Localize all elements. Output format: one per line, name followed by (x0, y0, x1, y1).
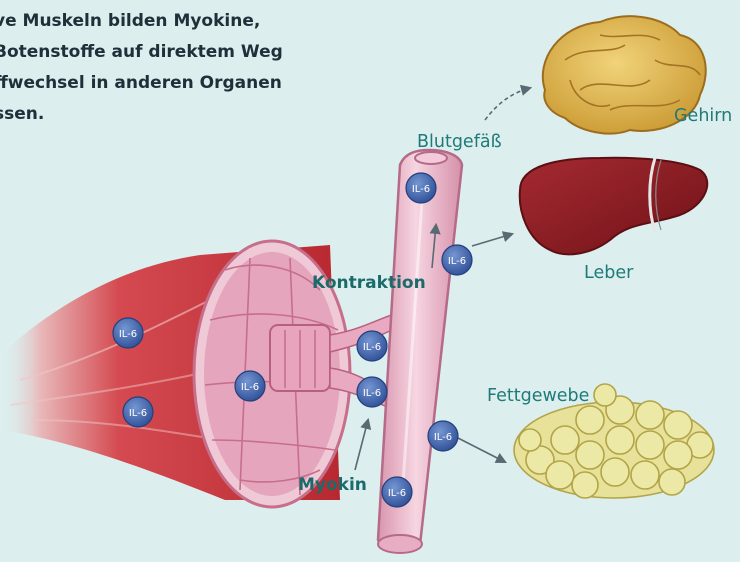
il6-marker: IL-6 (123, 397, 153, 427)
label-contraction: Kontraktion (312, 273, 426, 293)
intro-line: Botenstoffe auf direktem Weg (0, 37, 354, 68)
label-liver: Leber (584, 263, 633, 283)
label-vessel: Blutgefäß (417, 132, 502, 152)
il6-marker: IL-6 (357, 331, 387, 361)
il6-marker: IL-6 (406, 173, 436, 203)
label-myokin: Myokin (298, 475, 367, 495)
il6-label: IL-6 (129, 408, 147, 419)
il6-label: IL-6 (363, 388, 381, 399)
arrow-to-liver (472, 234, 512, 246)
il6-label: IL-6 (412, 184, 430, 195)
il6-marker: IL-6 (428, 421, 458, 451)
il6-label: IL-6 (119, 329, 137, 340)
il6-label: IL-6 (434, 432, 452, 443)
il6-label: IL-6 (448, 256, 466, 267)
arrow-to-brain (485, 88, 530, 120)
il6-label: IL-6 (388, 488, 406, 499)
il6-marker: IL-6 (235, 371, 265, 401)
il6-marker: IL-6 (382, 477, 412, 507)
il6-marker: IL-6 (442, 245, 472, 275)
il6-marker: IL-6 (113, 318, 143, 348)
label-brain: Gehirn (674, 106, 732, 126)
intro-line: ssen. (0, 99, 354, 130)
il6-label: IL-6 (241, 382, 259, 393)
label-fat: Fettgewebe (487, 386, 589, 406)
intro-text: ve Muskeln bilden Myokine, Botenstoffe a… (0, 6, 354, 130)
arrow-to-fat (458, 438, 505, 462)
il6-marker: IL-6 (357, 377, 387, 407)
arrow-myokin (355, 420, 368, 470)
liver (520, 158, 708, 254)
il6-label: IL-6 (363, 342, 381, 353)
intro-line: ffwechsel in anderen Organen (0, 68, 354, 99)
intro-line: ve Muskeln bilden Myokine, (0, 6, 354, 37)
